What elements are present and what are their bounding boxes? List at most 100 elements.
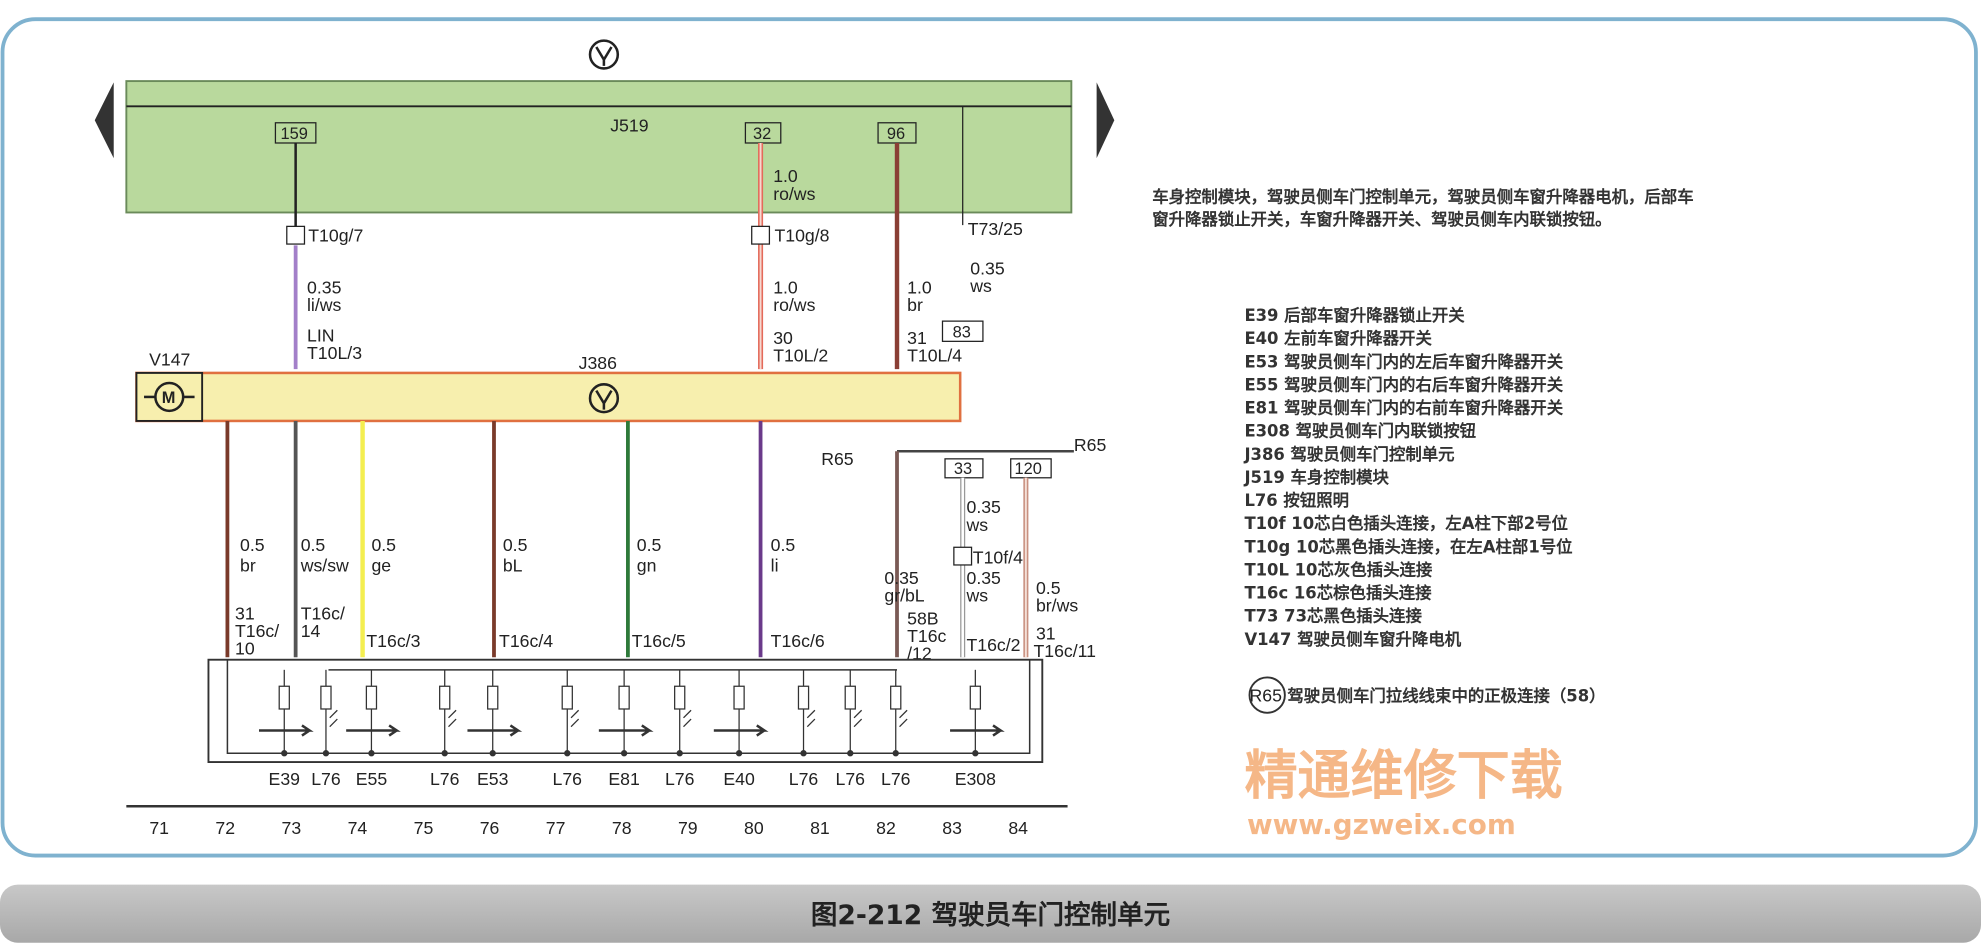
continue-right-icon xyxy=(1096,82,1115,159)
legend-item: T10f 10芯白色插头连接，左A柱下部2号位 xyxy=(1244,514,1568,533)
ref-label: 120 xyxy=(1015,460,1042,478)
legend-item: T10g 10芯黑色插头连接，在左A柱部1号位 xyxy=(1244,537,1572,556)
component-label: L76 xyxy=(665,769,695,789)
grid-number: 72 xyxy=(215,818,235,838)
legend-item: E81 驾驶员侧车门内的右前车窗升降器开关 xyxy=(1244,399,1563,418)
pin-label: T16c/11 xyxy=(1033,641,1096,661)
wire-size: 0.5 xyxy=(240,535,265,555)
junction-dot xyxy=(489,750,496,757)
junction-dot xyxy=(322,750,330,757)
wire-size: 1.0 xyxy=(773,277,798,297)
component-label: L76 xyxy=(553,769,583,789)
switch-icon xyxy=(258,724,314,737)
wire-color: br xyxy=(907,295,923,315)
legend-item: L76 按钮照明 xyxy=(1244,491,1349,510)
wire-size: 0.35 xyxy=(966,497,1001,517)
ref-label: 33 xyxy=(954,460,972,478)
wire-color: li xyxy=(771,555,779,575)
wire-size: 1.0 xyxy=(773,166,798,186)
component-label: L76 xyxy=(881,769,911,789)
wire-size: 0.35 xyxy=(966,568,1001,588)
wire-signal: LIN xyxy=(307,325,335,345)
component-label: E81 xyxy=(608,769,639,789)
connector-icon xyxy=(751,225,771,245)
grid-number: 75 xyxy=(414,818,434,838)
component-label: E40 xyxy=(723,769,755,789)
junction-dot xyxy=(564,750,571,757)
grid-number: 77 xyxy=(546,818,566,838)
connector-label: T10f/4 xyxy=(973,548,1023,568)
j519-module: J519 159 32 96 T73/25 xyxy=(94,39,1115,239)
wire-color: ge xyxy=(371,555,391,575)
connector-label: T10g/8 xyxy=(774,226,829,246)
wire-color: ws xyxy=(965,586,988,606)
grid-number: 76 xyxy=(480,818,500,838)
r65-label: R65 xyxy=(821,449,854,469)
junction-dot xyxy=(892,750,899,757)
lamp-resistor-icon xyxy=(320,685,332,710)
upper-wires: T10g/7 0.35 li/ws LIN T10L/3 1.0 ro/ws T… xyxy=(286,142,1005,370)
watermark-text: 精通维修下载 xyxy=(1244,745,1562,807)
legend-item: E55 驾驶员侧车门内的右后车窗升降器开关 xyxy=(1244,375,1563,394)
grid-number: 82 xyxy=(876,818,896,838)
wire-size: 0.35 xyxy=(307,277,342,297)
pin-label: T16c/5 xyxy=(632,631,686,651)
junction-dot xyxy=(441,750,448,757)
pin-label: 10 xyxy=(235,639,255,659)
legend-item: V147 驾驶员侧车窗升降电机 xyxy=(1244,630,1461,649)
ref-box xyxy=(941,320,984,342)
wire-size: 0.5 xyxy=(771,535,796,555)
grid-number: 78 xyxy=(612,818,632,838)
pin-label: T16c/ xyxy=(235,621,279,641)
component-label: L76 xyxy=(311,769,341,789)
continue-left-icon xyxy=(94,82,114,159)
wire-color: ws/sw xyxy=(300,555,349,575)
junction-dot xyxy=(676,750,683,757)
switch-icon xyxy=(598,724,654,737)
wire-color: ro/ws xyxy=(773,184,815,204)
component-label: L76 xyxy=(836,769,866,789)
j386-box xyxy=(135,371,962,423)
switch-elements xyxy=(258,669,1005,757)
junction-dot xyxy=(972,750,979,757)
lamp-resistor-icon xyxy=(797,685,810,710)
wire-signal: 58B xyxy=(907,608,938,628)
pin-32: 32 xyxy=(753,125,771,143)
light-icon xyxy=(683,709,692,728)
junction-dot xyxy=(281,750,288,757)
connector-label: T10g/7 xyxy=(308,226,363,246)
grid-number: 71 xyxy=(149,818,169,838)
wire-size: 0.5 xyxy=(371,535,396,555)
grid-number: 74 xyxy=(348,818,368,838)
wire-color: bL xyxy=(503,555,523,575)
pin-96: 96 xyxy=(887,125,905,143)
legend-item: E40 左前车窗升降器开关 xyxy=(1244,329,1432,348)
wire-size: 0.35 xyxy=(970,258,1005,278)
r65-note-text: 驾驶员侧车门拉线线束中的正极连接（58） xyxy=(1286,686,1605,705)
switch-icon xyxy=(346,724,401,737)
wire-color: gn xyxy=(637,555,657,575)
grid-number: 83 xyxy=(942,818,962,838)
description-line: 窗升降器锁止开关，车窗升降器开关、驾驶员侧车内联锁按钮。 xyxy=(1152,210,1611,229)
r65-branch: R65 R65 33 120 0.35 ws T10f/4 0.35 ws T1… xyxy=(821,435,1106,663)
legend-item: T10L 10芯灰色插头连接 xyxy=(1244,560,1432,579)
junction-dot xyxy=(368,750,375,757)
v147-label: V147 xyxy=(149,349,190,369)
figure-title: 图2-212 驾驶员车门控制单元 xyxy=(811,900,1170,931)
light-icon xyxy=(570,709,580,728)
wire-color: br/ws xyxy=(1036,596,1078,616)
wire-signal: 31 xyxy=(1036,624,1056,644)
component-label: E39 xyxy=(269,769,300,789)
component-label: E308 xyxy=(955,769,996,789)
light-icon xyxy=(899,709,908,728)
lamp-resistor-icon xyxy=(561,685,573,710)
resistor-icon xyxy=(733,685,745,710)
pin-label: T10L/2 xyxy=(773,346,828,366)
pin-label: T16c/3 xyxy=(366,631,420,651)
j386-module: M V147 J386 xyxy=(135,349,962,423)
pin-label: T16c/4 xyxy=(499,631,553,651)
pin-label: T16c/6 xyxy=(771,631,825,651)
